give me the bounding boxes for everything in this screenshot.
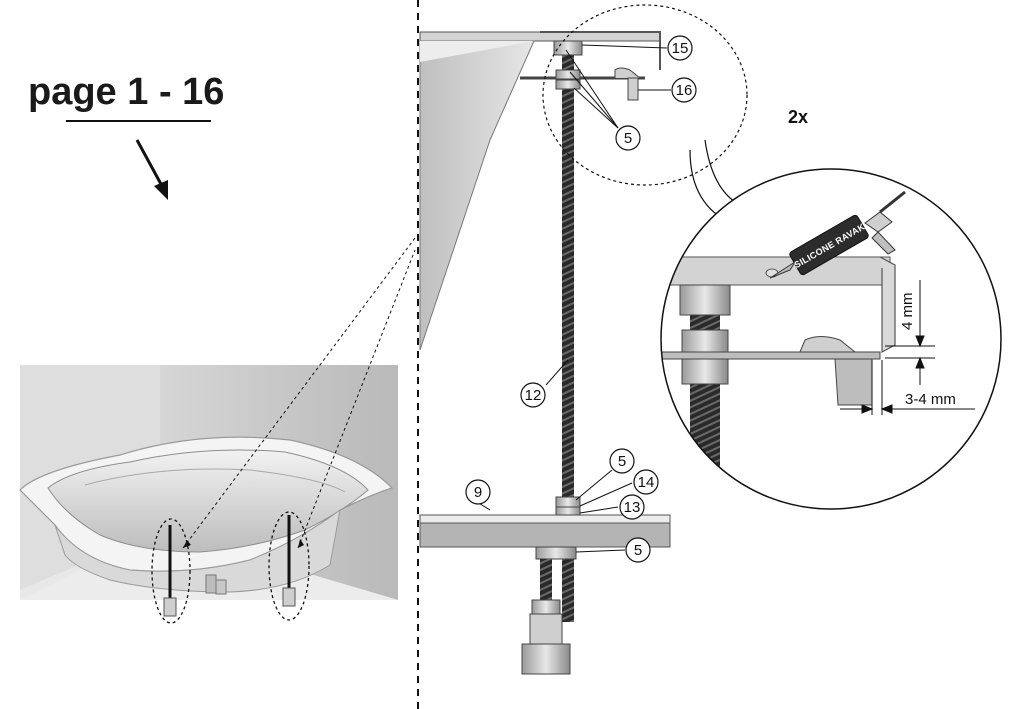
callout-16: 16: [671, 77, 697, 103]
callout-13: 13: [619, 494, 645, 520]
callout-15: 15: [667, 35, 693, 61]
adjustable-foot: [521, 559, 571, 675]
zoom-detail: SILICONE RAVAK 4 mm 3-4 mm: [660, 168, 1002, 510]
callout-9: 9: [465, 479, 491, 505]
svg-text:5: 5: [634, 542, 642, 559]
callout-5-middle: 5: [609, 448, 635, 474]
direction-arrow: [135, 139, 168, 200]
dimension-horizontal: [840, 360, 975, 415]
quantity-multiplier: 2x: [788, 107, 808, 127]
callout-leaders: [476, 44, 671, 553]
page-reference: page 1 - 16: [28, 71, 224, 122]
svg-text:14: 14: [638, 474, 655, 491]
svg-text:5: 5: [618, 453, 626, 470]
svg-text:12: 12: [525, 387, 542, 404]
callout-5-bottom: 5: [625, 537, 651, 563]
svg-text:16: 16: [676, 82, 693, 99]
threaded-rod: [562, 52, 574, 622]
dimension-vertical: [885, 280, 935, 385]
callouts: 15 16 5 12 5 14 13 9: [465, 35, 697, 563]
page-reference-label: page 1 - 16: [28, 71, 224, 113]
callout-5-top: 5: [615, 125, 641, 151]
dimension-vertical-label: 4 mm: [899, 293, 916, 331]
svg-text:15: 15: [672, 40, 689, 57]
svg-text:5: 5: [624, 130, 632, 147]
zoom-source-circle: [542, 4, 748, 186]
svg-text:13: 13: [624, 499, 641, 516]
dimension-horizontal-label: 3-4 mm: [905, 391, 956, 408]
callout-14: 14: [633, 469, 659, 495]
detail-ellipse-right: [268, 511, 310, 621]
top-nut-assembly: [520, 40, 645, 101]
svg-text:9: 9: [474, 484, 482, 501]
corner-bath-illustration: [19, 237, 416, 624]
detail-ellipse-left: [151, 518, 191, 624]
callout-12: 12: [520, 382, 546, 408]
bath-section: [419, 31, 661, 351]
